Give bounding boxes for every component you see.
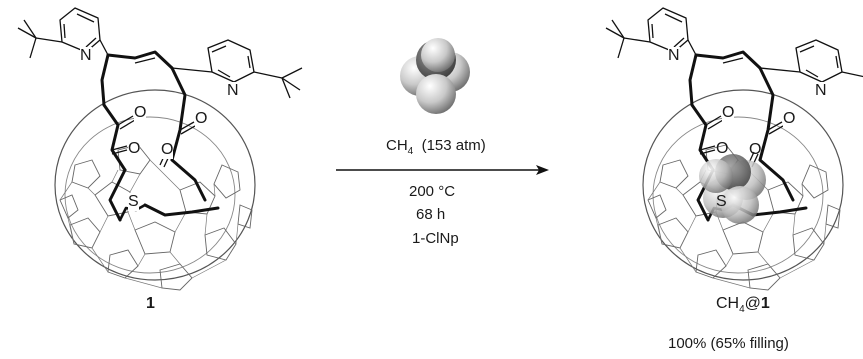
- reactant-o-2: O: [128, 140, 141, 158]
- condition-solvent: 1-ClNp: [412, 230, 459, 247]
- product-o-3: O: [783, 110, 796, 128]
- reactant-label: 1: [146, 295, 155, 312]
- product-s: S: [716, 193, 727, 210]
- product-n-left: N: [668, 47, 680, 65]
- condition-temperature: 200 °C: [409, 183, 456, 200]
- reactant-structure: [16, 6, 304, 292]
- product-o-4: O: [749, 141, 762, 158]
- product-label: CH4@1: [716, 295, 770, 315]
- product-o-2: O: [716, 140, 729, 157]
- product-structure: [604, 6, 863, 292]
- reactant-o-1: O: [134, 104, 147, 122]
- condition-reagent: CH4 (153 atm): [386, 137, 486, 157]
- reactant-s: S: [128, 193, 139, 211]
- product-yield: 100% (65% filling): [668, 335, 789, 352]
- methane-space-filling-icon: [400, 38, 470, 114]
- product-n-right: N: [815, 82, 827, 100]
- product-o-1: O: [722, 104, 735, 122]
- encapsulated-methane-icon: [699, 154, 766, 224]
- reactant-n-left: N: [80, 47, 92, 65]
- condition-time: 68 h: [416, 206, 446, 223]
- reactant-n-right: N: [227, 82, 239, 100]
- fullerene-cage-icon: [16, 6, 304, 292]
- reactant-o-3: O: [195, 110, 208, 128]
- reactant-o-4: O: [161, 141, 174, 159]
- fullerene-cage-icon: [604, 6, 863, 292]
- reaction-arrow-icon: [336, 165, 549, 175]
